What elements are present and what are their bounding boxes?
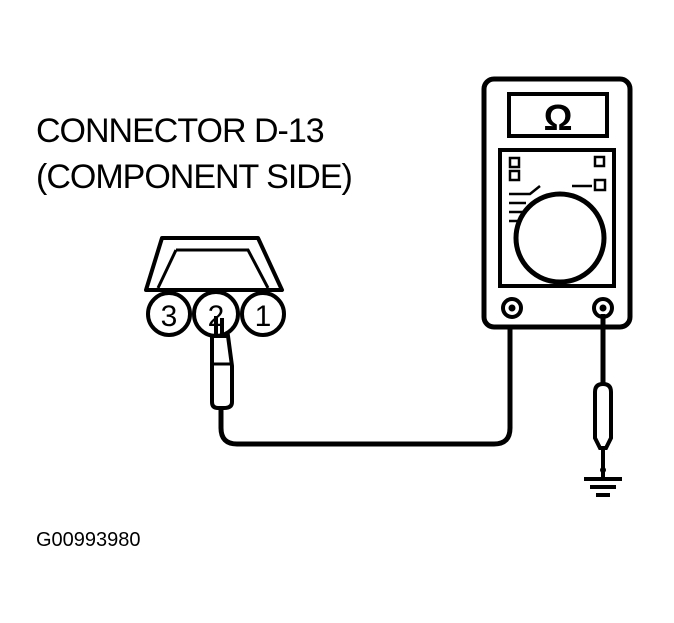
probe-negative xyxy=(593,314,613,473)
ohm-symbol: Ω xyxy=(544,97,573,138)
connector-pin-3-label: 3 xyxy=(161,300,178,333)
figure-id: G00993980 xyxy=(36,529,141,551)
probe-positive xyxy=(210,316,234,410)
probe-negative-body xyxy=(593,381,613,450)
connector-pin-3 xyxy=(146,291,192,337)
meter-jack-com-center xyxy=(508,304,516,312)
test-lead-positive xyxy=(218,312,513,447)
meter-jack-vohm-center xyxy=(599,304,607,312)
range-indicator-upper-left xyxy=(508,156,521,169)
connector-housing xyxy=(144,236,284,292)
connector-latch xyxy=(176,248,270,289)
connector-d13: 3 2 1 xyxy=(144,236,286,338)
multimeter: Ω xyxy=(481,76,633,330)
range-indicator-right xyxy=(593,178,607,192)
range-indicator-upper-right xyxy=(593,155,606,168)
connector-pin-1-label: 1 xyxy=(255,300,272,333)
probe-positive-body xyxy=(210,334,234,410)
ground-symbol-icon xyxy=(584,470,622,497)
connector-latch-left xyxy=(156,249,178,289)
connector-pin-1 xyxy=(240,291,286,337)
meter-display xyxy=(507,92,609,138)
connector-caption-line-2: (COMPONENT SIDE) xyxy=(36,158,353,196)
range-indicator-lower-left xyxy=(508,169,521,182)
connector-caption-line-1: CONNECTOR D-13 xyxy=(36,112,325,150)
rotary-selector-dial xyxy=(513,191,607,285)
